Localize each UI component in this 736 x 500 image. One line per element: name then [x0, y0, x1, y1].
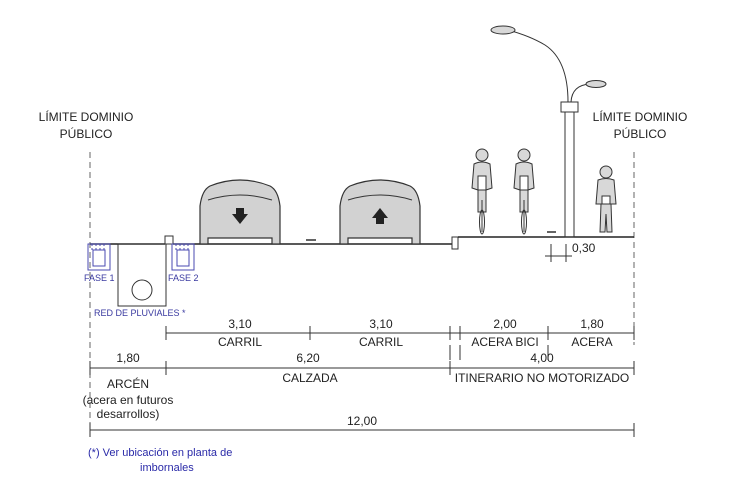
- dim-calzada-value: 6,20: [296, 351, 320, 365]
- note-line-1: (*) Ver ubicación en planta de: [88, 447, 232, 459]
- storm-drain-pipe: [117, 243, 167, 307]
- dim-carril-2-label: CARRIL: [359, 335, 403, 349]
- gutter-fase-1: [87, 243, 111, 271]
- car-down-icon: [199, 179, 281, 245]
- fase-1-label: FASE 1: [84, 273, 115, 283]
- dim-row-2: [89, 361, 635, 375]
- dim-acera-bici-value: 2,00: [493, 317, 517, 331]
- dim-acera-label: ACERA: [571, 335, 612, 349]
- dim-itinerario-value: 4,00: [530, 351, 554, 365]
- cyclist-icon: [471, 148, 493, 235]
- dim-arcen-sub-2: desarrollos): [97, 407, 160, 421]
- right-limit-label-line1: LÍMITE DOMINIO: [593, 109, 688, 124]
- dim-030-value: 0,30: [572, 241, 596, 255]
- car-up-icon: [339, 179, 421, 245]
- dim-acera-bici-label: ACERA BICI: [471, 335, 538, 349]
- note-line-2: imbornales: [140, 462, 194, 474]
- left-limit-label-line1: LÍMITE DOMINIO: [39, 109, 134, 124]
- dim-arcen-label: ARCÉN: [107, 376, 149, 391]
- dim-itinerario-label: ITINERARIO NO MOTORIZADO: [455, 371, 629, 385]
- dim-row-1: [165, 326, 635, 360]
- dim-030: 0,30: [545, 231, 596, 262]
- dim-total-value: 12,00: [347, 414, 377, 428]
- right-limit-label-line2: PÚBLICO: [614, 126, 667, 141]
- dim-carril-2-value: 3,10: [369, 317, 393, 331]
- gutter-fase-2: [171, 243, 195, 271]
- dim-arcen-value: 1,80: [116, 351, 140, 365]
- pedestrian-icon: [595, 165, 617, 233]
- cyclist-icon-2: [513, 148, 535, 235]
- dim-total: [89, 423, 635, 437]
- dim-calzada-label: CALZADA: [282, 371, 337, 385]
- dim-arcen-sub-1: (acera en futuros: [83, 393, 174, 407]
- left-limit-label-line2: PÚBLICO: [60, 126, 113, 141]
- fase-2-label: FASE 2: [168, 273, 199, 283]
- street-lamp-icon: [490, 25, 607, 238]
- dim-acera-value: 1,80: [580, 317, 604, 331]
- dim-carril-1-label: CARRIL: [218, 335, 262, 349]
- dim-carril-1-value: 3,10: [228, 317, 252, 331]
- red-pluviales-label: RED DE PLUVIALES *: [94, 308, 186, 318]
